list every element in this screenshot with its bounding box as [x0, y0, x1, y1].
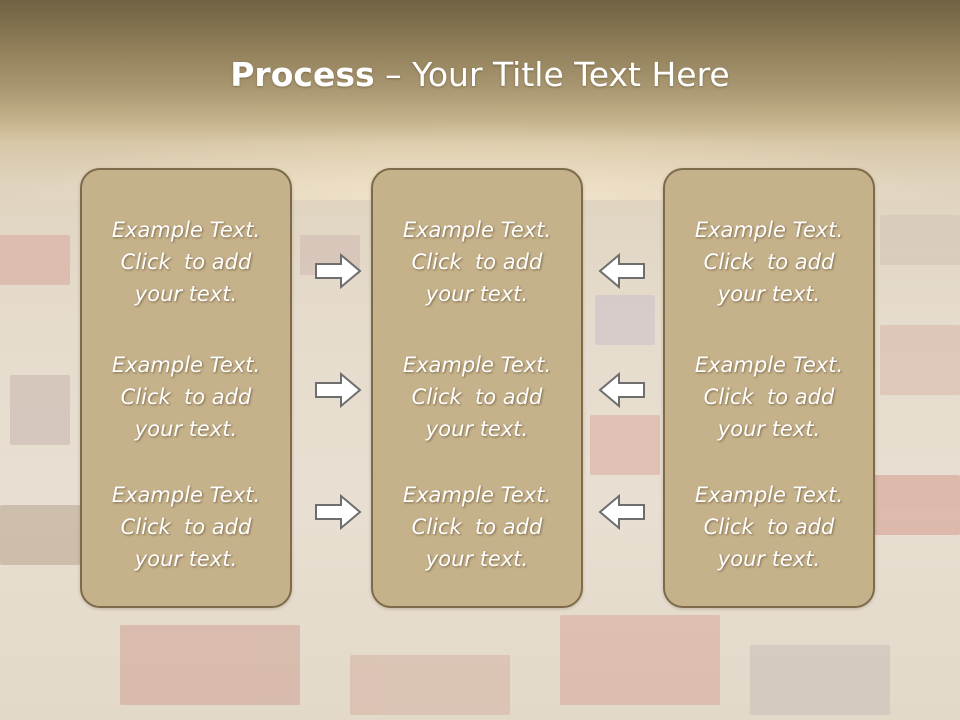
text-block[interactable]: Example Text. Click to add your text. — [82, 349, 290, 445]
text-line: Click to add — [120, 250, 252, 274]
text-line: Example Text. — [111, 218, 261, 242]
text-line: Example Text. — [111, 483, 261, 507]
text-line: your text. — [134, 417, 238, 441]
title-separator: – — [374, 55, 413, 94]
text-line: Example Text. — [694, 483, 844, 507]
text-line: your text. — [134, 547, 238, 571]
left-arrow-icon[interactable] — [597, 492, 647, 532]
text-block[interactable]: Example Text. Click to add your text. — [82, 214, 290, 310]
text-block[interactable]: Example Text. Click to add your text. — [665, 214, 873, 310]
text-line: Click to add — [120, 515, 252, 539]
left-arrow-icon[interactable] — [597, 370, 647, 410]
text-line: your text. — [717, 282, 821, 306]
text-line: your text. — [425, 417, 529, 441]
text-line: Example Text. — [694, 353, 844, 377]
city-rooftops — [0, 175, 960, 720]
slide-title[interactable]: Process – Your Title Text Here — [0, 55, 960, 94]
text-line: your text. — [717, 417, 821, 441]
text-line: Example Text. — [694, 218, 844, 242]
text-line: your text. — [425, 282, 529, 306]
text-line: Click to add — [703, 250, 835, 274]
text-block[interactable]: Example Text. Click to add your text. — [373, 479, 581, 575]
text-line: Example Text. — [111, 353, 261, 377]
text-line: Click to add — [703, 385, 835, 409]
text-block[interactable]: Example Text. Click to add your text. — [373, 349, 581, 445]
process-panel-right[interactable]: Example Text. Click to add your text. Ex… — [663, 168, 875, 608]
text-block[interactable]: Example Text. Click to add your text. — [373, 214, 581, 310]
text-line: Example Text. — [402, 483, 552, 507]
title-bold: Process — [230, 55, 375, 94]
text-block[interactable]: Example Text. Click to add your text. — [665, 349, 873, 445]
right-arrow-icon[interactable] — [313, 251, 363, 291]
text-line: your text. — [717, 547, 821, 571]
text-line: Click to add — [703, 515, 835, 539]
process-panel-left[interactable]: Example Text. Click to add your text. Ex… — [80, 168, 292, 608]
right-arrow-icon[interactable] — [313, 370, 363, 410]
text-line: Example Text. — [402, 218, 552, 242]
text-line: Click to add — [411, 250, 543, 274]
title-rest: Your Title Text Here — [412, 55, 730, 94]
text-line: Click to add — [411, 385, 543, 409]
text-line: Click to add — [411, 515, 543, 539]
text-line: Example Text. — [402, 353, 552, 377]
process-panel-center[interactable]: Example Text. Click to add your text. Ex… — [371, 168, 583, 608]
text-line: your text. — [425, 547, 529, 571]
right-arrow-icon[interactable] — [313, 492, 363, 532]
left-arrow-icon[interactable] — [597, 251, 647, 291]
text-block[interactable]: Example Text. Click to add your text. — [82, 479, 290, 575]
text-block[interactable]: Example Text. Click to add your text. — [665, 479, 873, 575]
text-line: your text. — [134, 282, 238, 306]
text-line: Click to add — [120, 385, 252, 409]
